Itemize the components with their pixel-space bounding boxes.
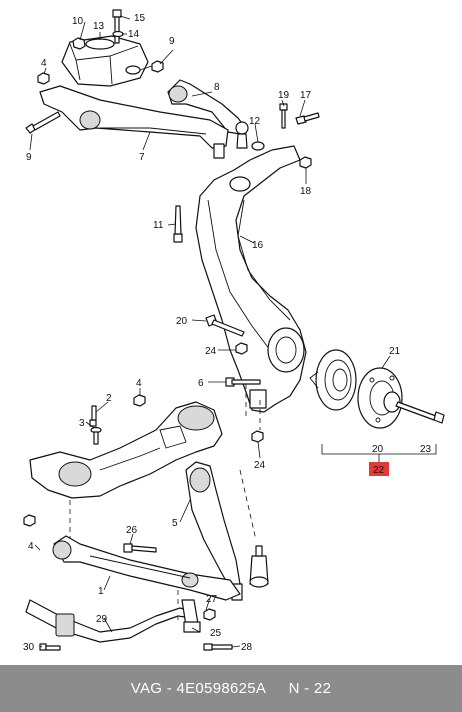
- label-20-left: 20: [176, 316, 188, 327]
- nut-24-lower: [251, 430, 264, 443]
- lower-link-1: [52, 535, 241, 601]
- label-27: 27: [206, 594, 218, 605]
- label-1: 1: [98, 586, 104, 597]
- nut-27: [203, 608, 216, 621]
- bolt-26: [123, 543, 157, 553]
- label-9-left: 9: [26, 152, 32, 163]
- bolt-19: [279, 103, 288, 129]
- knuckle-16: [195, 145, 307, 413]
- label-3: 3: [79, 418, 85, 429]
- lower-bracket: [29, 401, 223, 499]
- label-17: 17: [300, 90, 312, 101]
- nut-18: [299, 156, 312, 169]
- label-24-upper: 24: [205, 346, 217, 357]
- washer-14: [112, 30, 124, 38]
- label-5: 5: [172, 518, 178, 529]
- label-7: 7: [139, 152, 145, 163]
- bolt-11: [173, 205, 183, 243]
- bolt-2: [89, 405, 97, 427]
- reference-number: N - 22: [288, 680, 332, 697]
- label-2: 2: [106, 393, 112, 404]
- upper-bracket: [61, 35, 149, 87]
- label-28: 28: [241, 642, 253, 653]
- label-4-left: 4: [28, 541, 34, 552]
- washer-12: [251, 141, 265, 151]
- label-14: 14: [128, 29, 140, 40]
- part-labels: 10 13 15 14 9 4 8 19 17 12 9 7 18 11 16 …: [23, 13, 432, 653]
- upper-link-7: [39, 85, 229, 159]
- tie-rod-end: [249, 545, 269, 588]
- brand-text: VAG: [130, 680, 163, 697]
- leader-lines: [29, 15, 391, 648]
- nut-4-left: [23, 514, 36, 527]
- bolt-20: [205, 314, 245, 337]
- bolt-28: [203, 643, 233, 651]
- label-4-mid: 4: [136, 378, 142, 389]
- washer-3: [90, 426, 102, 445]
- bolt-23: [395, 401, 445, 424]
- kit-22-box[interactable]: [369, 462, 389, 476]
- label-10: 10: [72, 16, 84, 27]
- suspension-exploded-diagram: 10 13 15 14 9 4 8 19 17 12 9 7 18 11 16 …: [23, 9, 445, 653]
- label-25: 25: [210, 628, 222, 639]
- bolt-6: [225, 377, 261, 387]
- label-8: 8: [214, 82, 220, 93]
- separator-1: -: [162, 680, 177, 697]
- label-6: 6: [198, 378, 204, 389]
- bolt-30: [39, 643, 61, 651]
- kit-bracket: [321, 444, 437, 462]
- label-13: 13: [93, 21, 105, 32]
- wheel-bearing-20: [309, 349, 357, 411]
- nut-10: [72, 37, 86, 50]
- kit-22-highlight[interactable]: 22: [369, 462, 389, 476]
- label-9-top: 9: [169, 36, 175, 47]
- label-4-top: 4: [41, 58, 47, 69]
- bolt-17: [295, 112, 320, 125]
- upper-link-8: [167, 79, 249, 149]
- nut-4-mid: [133, 394, 146, 407]
- bolt-9-left: [25, 111, 61, 134]
- label-18: 18: [300, 186, 312, 197]
- nut-24-upper: [235, 342, 248, 355]
- label-19: 19: [278, 90, 290, 101]
- part-number: 4E0598625A: [176, 680, 267, 697]
- bolt-15: [112, 9, 122, 44]
- part-number-footer: VAG - 4E0598625A N - 22: [0, 665, 462, 712]
- label-12: 12: [249, 116, 261, 127]
- coupling-rod-25: [181, 599, 201, 633]
- nut-4-top: [37, 72, 50, 85]
- label-30: 30: [23, 642, 35, 653]
- label-16: 16: [252, 240, 264, 251]
- label-24-lower: 24: [254, 460, 266, 471]
- label-26: 26: [126, 525, 138, 536]
- wheel-hub-21: [357, 367, 403, 429]
- label-15: 15: [134, 13, 146, 24]
- label-20-right: 20: [372, 444, 384, 455]
- label-29: 29: [96, 614, 108, 625]
- label-22: 22: [373, 465, 385, 476]
- label-23: 23: [420, 444, 432, 455]
- stabilizer-bar-29: [25, 599, 195, 643]
- label-21: 21: [389, 346, 401, 357]
- separator-2: [266, 680, 288, 697]
- dashed-lines: [69, 384, 261, 620]
- label-11: 11: [153, 220, 164, 231]
